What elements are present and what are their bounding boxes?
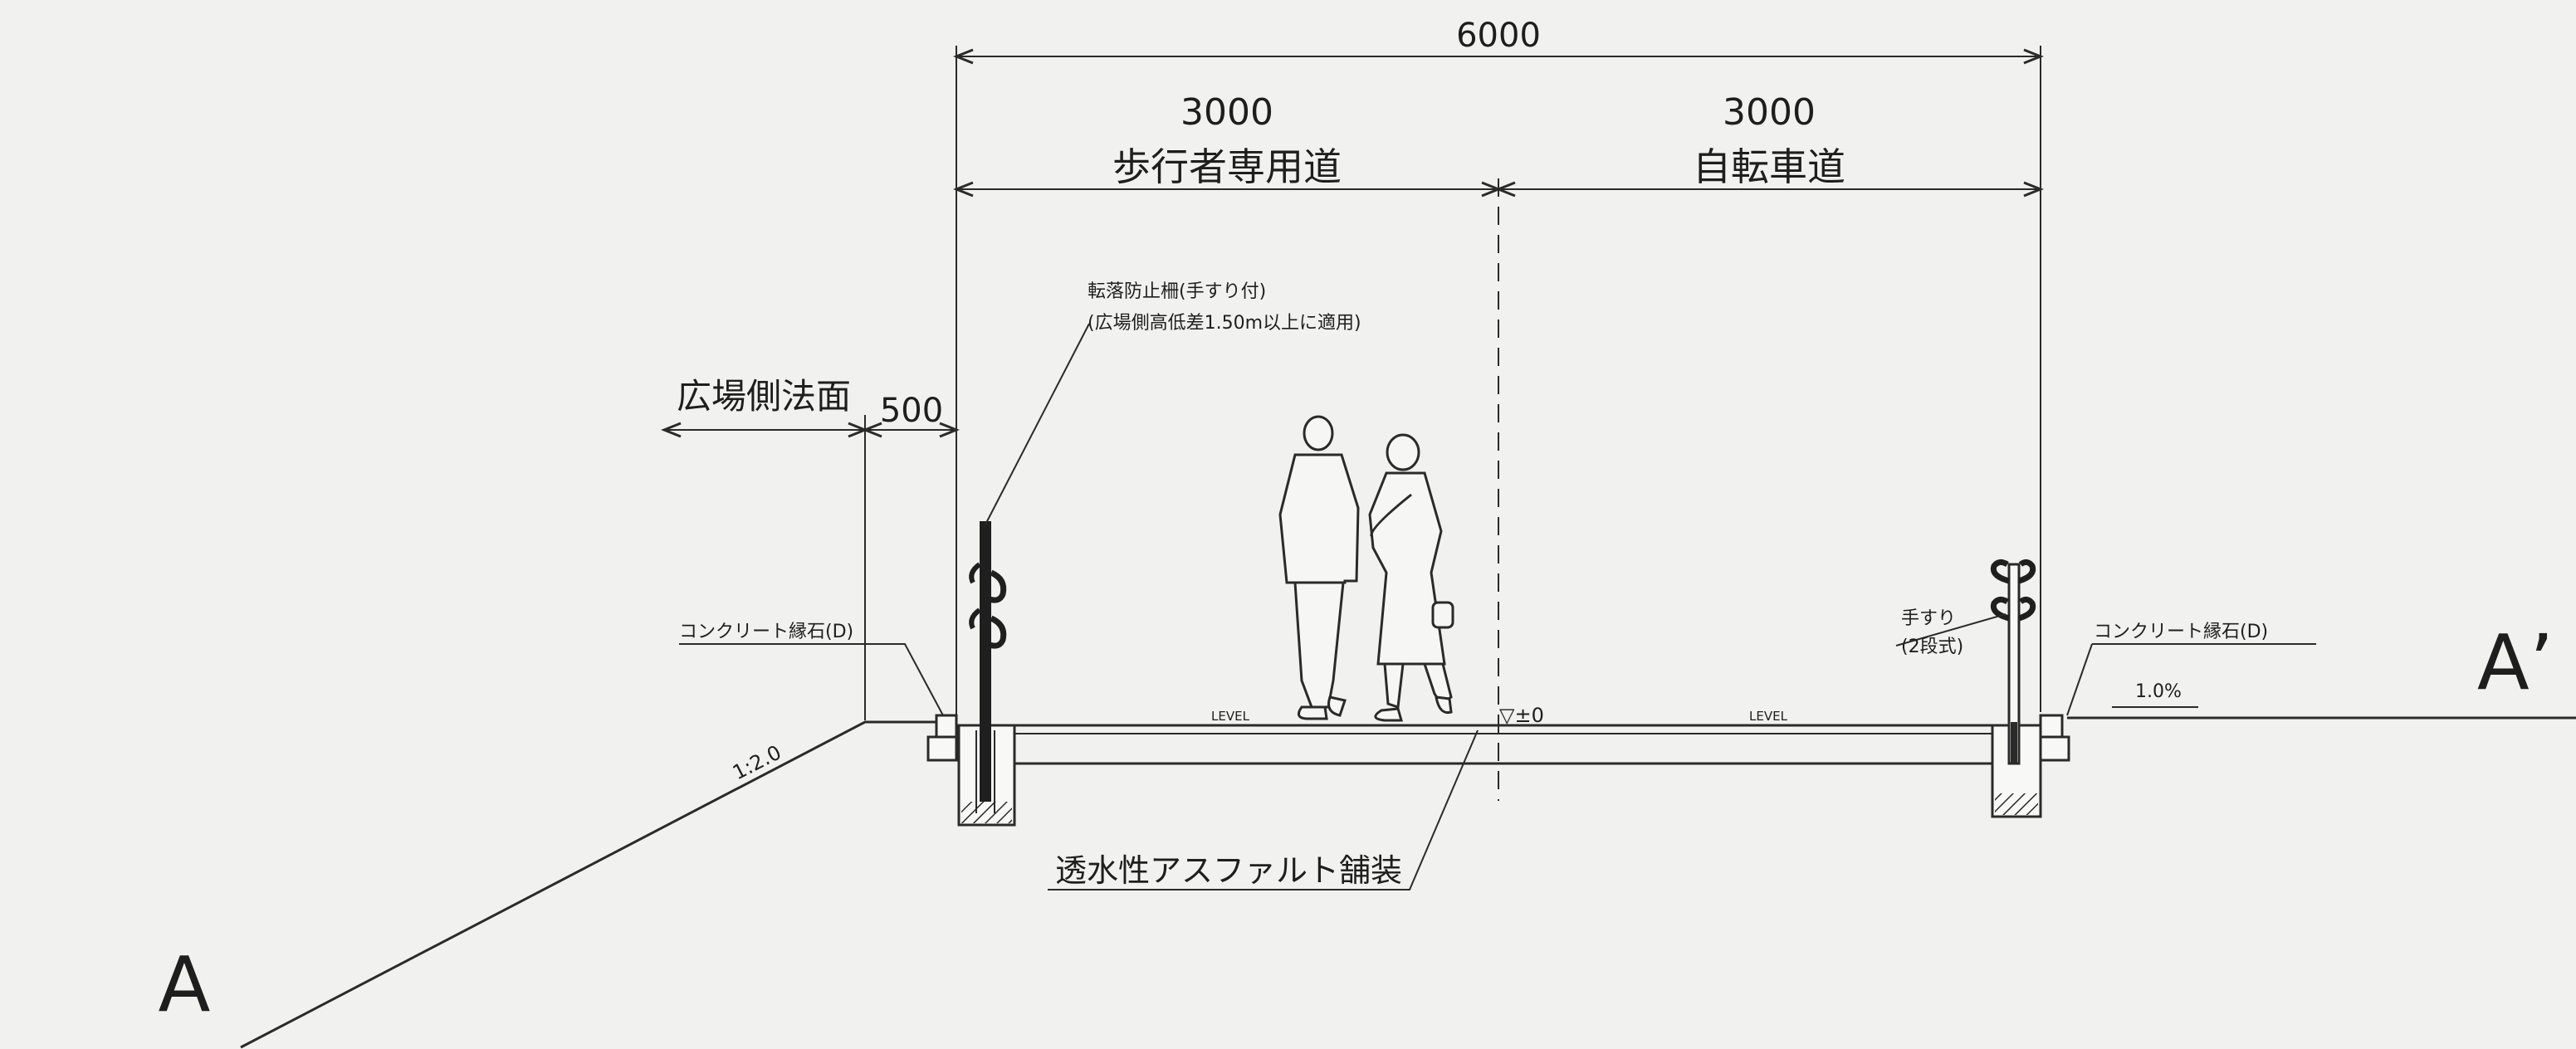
datum-text: ▽±0 — [1499, 704, 1544, 727]
dim-total-text: 6000 — [1456, 17, 1541, 55]
crossfall-text: 1.0% — [2135, 681, 2182, 702]
curb-right-label: コンクリート縁石(D) — [2094, 622, 2268, 642]
handrail — [1990, 559, 2036, 765]
plaza-slope-label: 広場側法面 — [677, 376, 851, 417]
dim-bicycle-text: 3000 — [1723, 91, 1816, 134]
fall-prevention-fence — [969, 521, 1007, 813]
pavement-label: 透水性アスファルト舗装 — [1055, 852, 1402, 889]
pavement-structure — [1014, 724, 1999, 765]
dimension-lines — [664, 46, 2041, 720]
pedestrian-lane-label: 歩行者専用道 — [1112, 144, 1342, 189]
pedestrian-figures — [1278, 415, 1454, 722]
curb-left-label: コンクリート縁石(D) — [679, 622, 853, 642]
leader-lines — [679, 323, 2316, 890]
bicycle-lane-label: 自転車道 — [1693, 144, 1845, 189]
section-mark-a-prime: A’ — [2477, 618, 2554, 707]
curb-right — [1991, 714, 2070, 818]
level-right-text: LEVEL — [1749, 709, 1788, 724]
fence-label-line1: 転落防止柵(手すり付) — [1088, 281, 1266, 302]
level-left-text: LEVEL — [1211, 709, 1250, 724]
ground-profile — [240, 716, 2576, 1049]
curb-left — [926, 714, 1016, 827]
fence-label-line2: (広場側高低差1.50m以上に適用) — [1088, 313, 1361, 334]
dim-offset-text: 500 — [880, 392, 943, 430]
dim-pedestrian-text: 3000 — [1180, 91, 1273, 134]
handrail-label-line1: 手すり — [1901, 608, 1956, 629]
section-mark-a: A — [159, 940, 211, 1029]
handrail-label-line2: (2段式) — [1901, 637, 1963, 657]
